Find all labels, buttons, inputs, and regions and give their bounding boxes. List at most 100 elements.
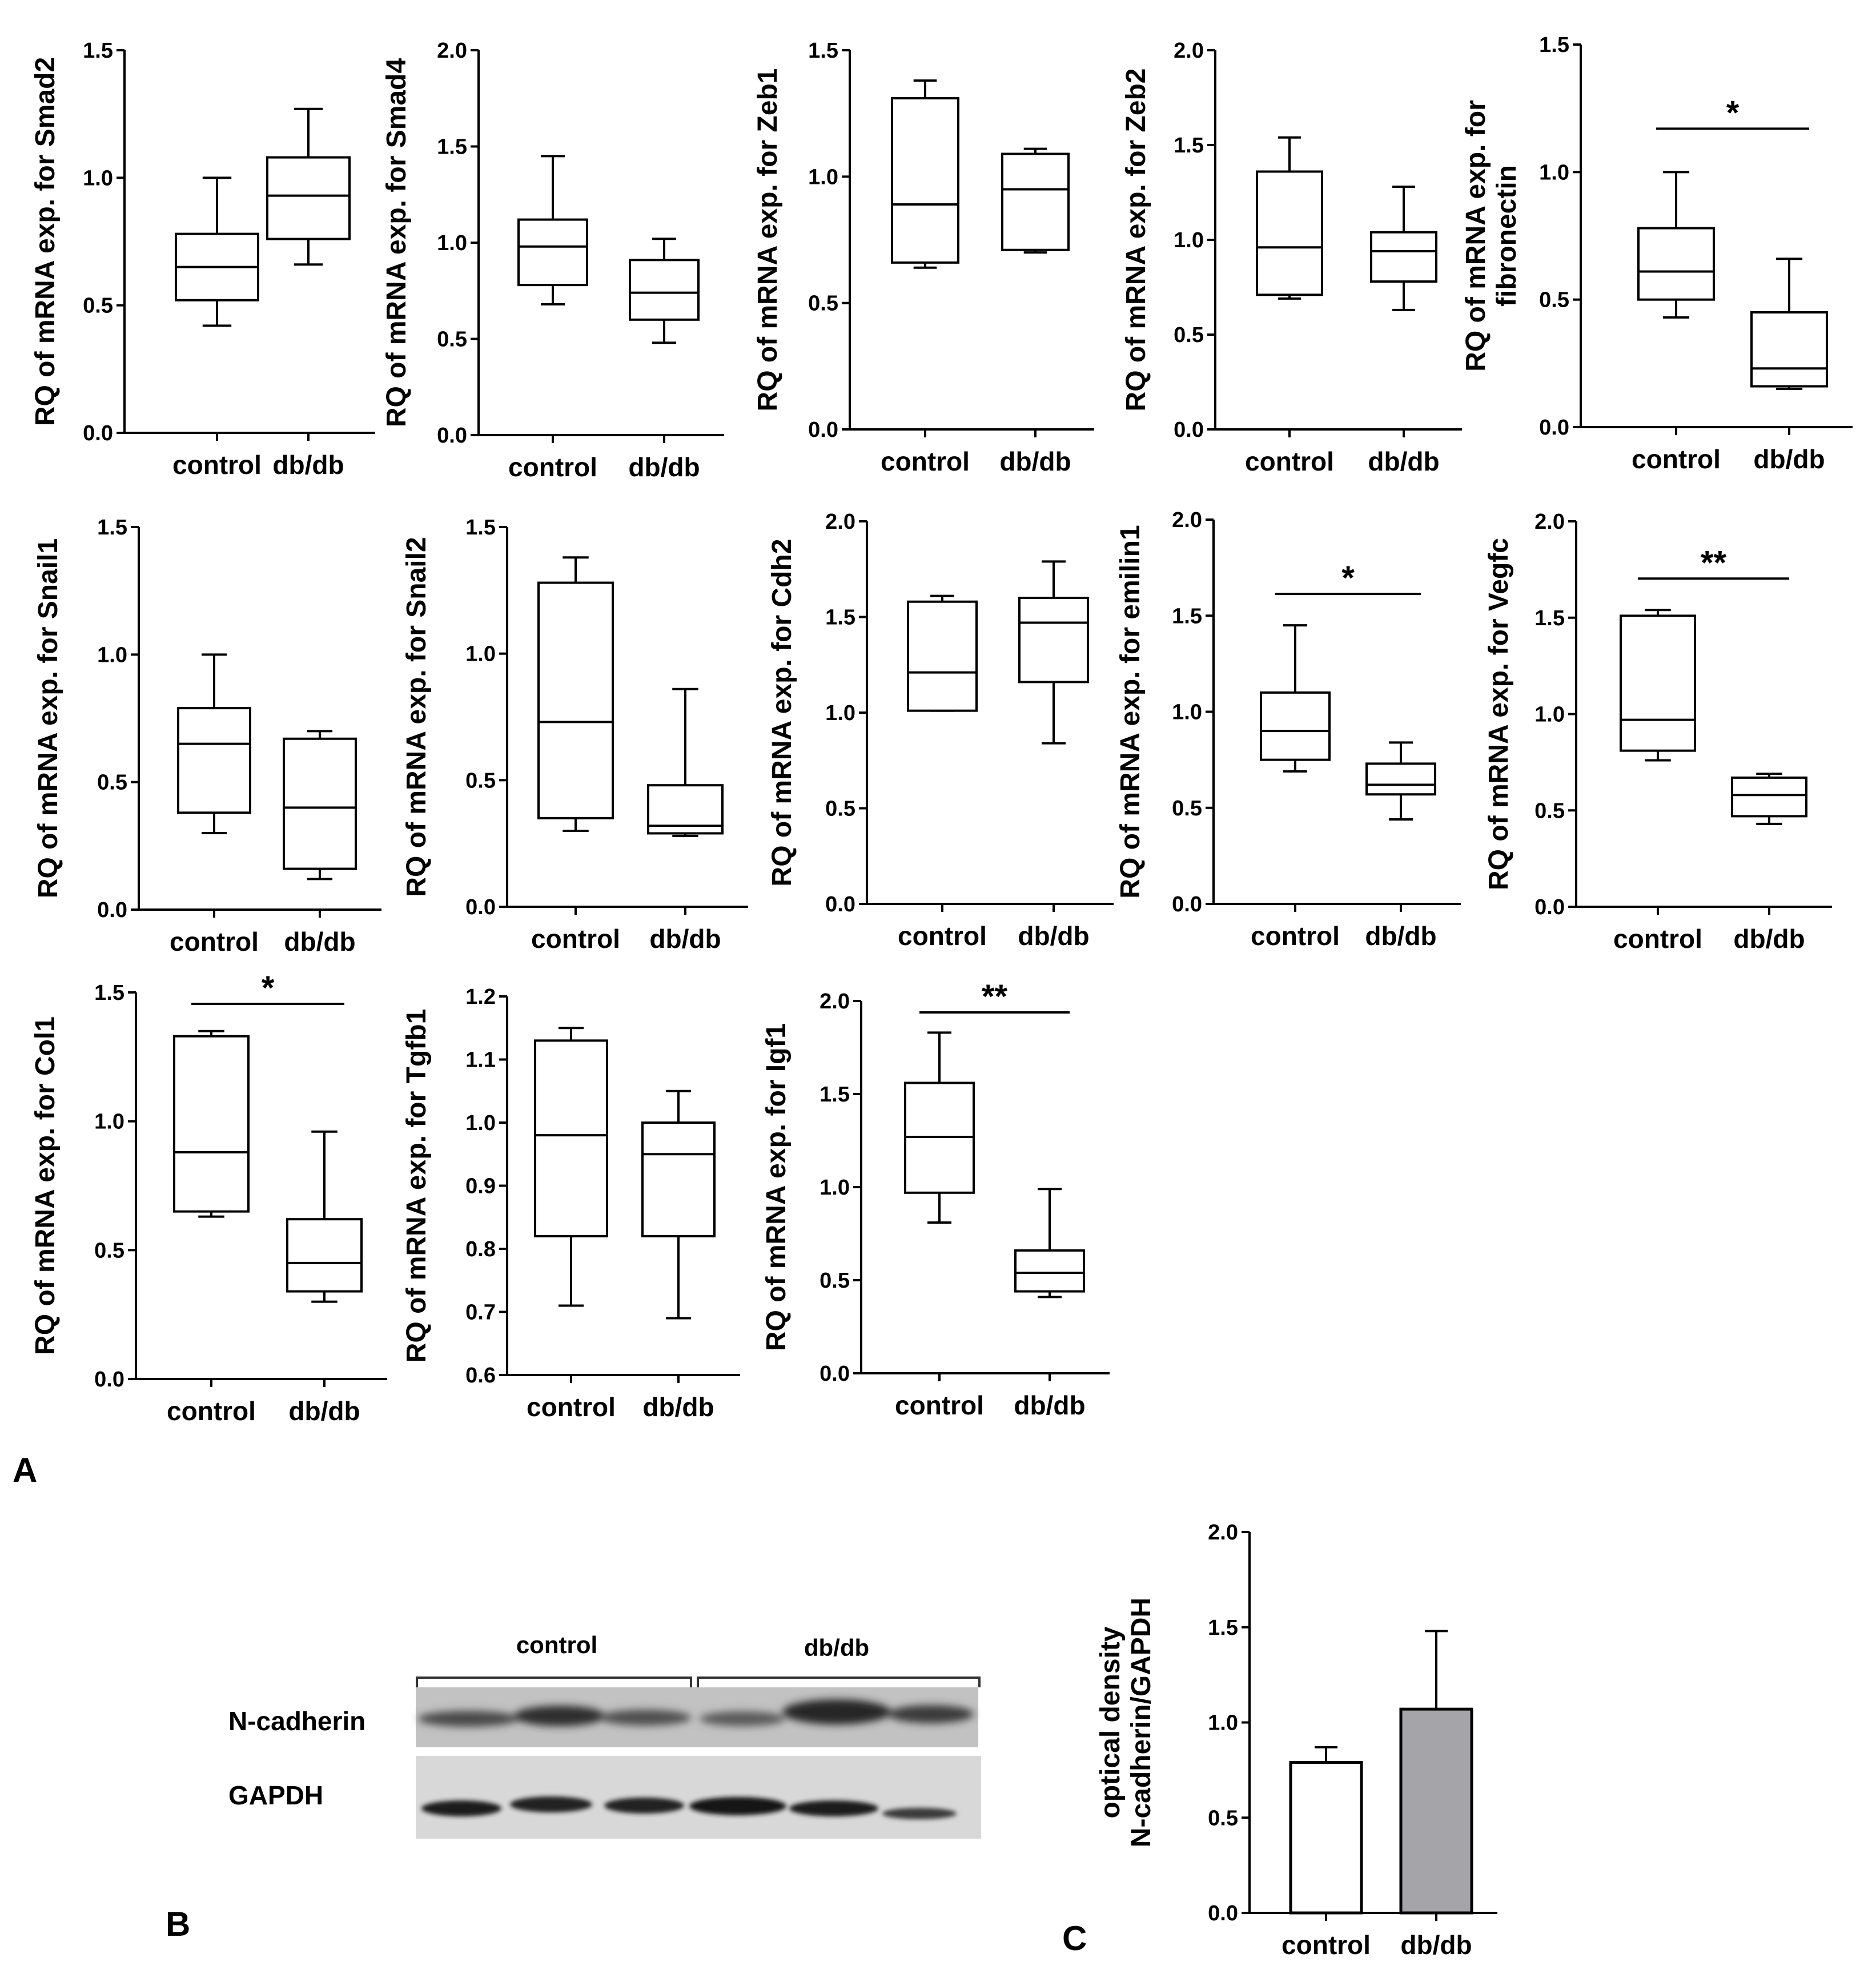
y-tick-label: 0.0 <box>83 421 113 445</box>
y-tick-label: 0.5 <box>83 294 113 318</box>
box-control <box>537 556 614 832</box>
y-tick-label: 1.0 <box>1174 228 1204 252</box>
box-iqr <box>629 259 700 321</box>
y-axis-title: RQ of mRNA exp. for Vegfc <box>1484 538 1514 890</box>
blot-row-label-gapdh: GAPDH <box>228 1780 323 1810</box>
box-iqr <box>1370 231 1437 283</box>
box-control <box>1637 171 1715 319</box>
y-tick-label: 0.5 <box>1208 1806 1238 1830</box>
box-dbdb <box>647 688 724 837</box>
box-dbdb <box>283 730 357 881</box>
x-tick-label-control: control <box>1251 921 1340 951</box>
y-axis-title: RQ of mRNA exp. for Col1 <box>30 1016 61 1355</box>
bar-dbdb <box>1399 1630 1473 1915</box>
y-axis-title: RQ of mRNA exp. for <box>1461 100 1491 372</box>
box-dbdb <box>1750 258 1828 390</box>
y-axis-title: N-cadherin/GAPDH <box>1126 1598 1156 1847</box>
significance-marker: ** <box>982 978 1008 1015</box>
blot-row-label-ncadherin: N-cadherin <box>228 1706 365 1736</box>
x-tick-label-control: control <box>531 924 620 954</box>
y-tick-label: 0.5 <box>1539 288 1569 312</box>
box-iqr <box>177 707 251 814</box>
box-iqr <box>1750 311 1828 388</box>
y-tick-label: 0.5 <box>1174 323 1204 347</box>
box-iqr <box>537 581 614 819</box>
box-control <box>1260 624 1331 773</box>
box-control <box>173 1030 250 1218</box>
significance-marker: * <box>1726 94 1740 131</box>
y-tick-label: 1.0 <box>820 1176 850 1200</box>
panel-label-c: C <box>1062 1919 1087 1957</box>
y-tick-label: 2.0 <box>1172 508 1202 532</box>
y-tick-label: 1.0 <box>465 642 496 666</box>
box-control <box>891 79 959 269</box>
x-tick-label-dbdb: db/db <box>272 450 344 480</box>
box-dbdb <box>286 1130 363 1303</box>
x-tick-label-dbdb: db/db <box>1365 921 1436 951</box>
y-tick-label: 1.5 <box>83 39 113 63</box>
y-tick-label: 0.0 <box>825 892 855 916</box>
box-dbdb <box>1370 186 1437 311</box>
y-tick-label: 1.0 <box>83 166 113 190</box>
y-tick-label: 0.6 <box>465 1364 496 1388</box>
box-dbdb <box>1001 147 1070 254</box>
box-dbdb <box>1018 560 1089 745</box>
x-tick-label-dbdb: db/db <box>1733 924 1805 954</box>
y-tick-label: 1.5 <box>97 516 127 540</box>
y-axis-title: RQ of mRNA exp. for Igf1 <box>761 1023 792 1351</box>
x-tick-label-dbdb: db/db <box>284 927 355 956</box>
x-tick-label-control: control <box>1632 444 1721 474</box>
y-tick-label: 0.0 <box>1174 418 1204 442</box>
y-tick-label: 0.5 <box>97 771 127 795</box>
y-tick-label: 2.0 <box>1174 39 1204 63</box>
x-tick-label-control: control <box>170 927 259 956</box>
box-control <box>907 594 978 712</box>
box-control <box>177 653 251 834</box>
box-control <box>517 155 588 305</box>
y-axis-title: RQ of mRNA exp. for Snail2 <box>401 537 432 896</box>
y-axis-title: fibronectin <box>1492 165 1522 307</box>
y-tick-label: 1.0 <box>825 701 855 725</box>
y-tick-label: 1.0 <box>1539 160 1569 184</box>
blot-bracket-dbdb <box>697 1677 981 1687</box>
panel-label-b: B <box>166 1905 190 1943</box>
x-tick-label-dbdb: db/db <box>1368 447 1439 476</box>
x-tick-label-control: control <box>508 452 597 482</box>
box-iqr <box>891 97 959 264</box>
box-iqr <box>517 218 588 287</box>
y-tick-label: 1.5 <box>1208 1616 1238 1640</box>
y-tick-label: 0.5 <box>94 1239 124 1263</box>
box-iqr <box>534 1039 608 1237</box>
y-axis-title: RQ of mRNA exp. for emilin1 <box>1115 525 1146 898</box>
bar <box>1289 1761 1363 1915</box>
y-axis-title: RQ of mRNA exp. for Zeb1 <box>753 69 783 412</box>
x-tick-label-control: control <box>898 921 987 951</box>
significance-marker: * <box>1341 560 1355 597</box>
x-tick-label-dbdb: db/db <box>288 1396 360 1426</box>
x-tick-label-control: control <box>1613 924 1702 954</box>
y-tick-label: 1.5 <box>465 516 496 540</box>
western-blot: control db/db N-cadherin GAPDH <box>228 1631 981 1839</box>
y-tick-label: 0.9 <box>465 1175 496 1199</box>
significance-marker: * <box>262 970 275 1007</box>
y-tick-label: 1.5 <box>820 1083 850 1107</box>
y-tick-label: 1.0 <box>1208 1711 1238 1735</box>
y-axis-title: RQ of mRNA exp. for Smad4 <box>381 58 412 428</box>
y-axis-title: RQ of mRNA exp. for Zeb2 <box>1121 69 1151 412</box>
y-tick-label: 0.7 <box>465 1301 496 1325</box>
x-tick-label-dbdb: db/db <box>642 1392 714 1422</box>
y-tick-label: 0.0 <box>1208 1901 1238 1925</box>
box-control <box>175 176 259 327</box>
y-axis-title: RQ of mRNA exp. for Smad2 <box>30 57 61 426</box>
y-tick-label: 0.5 <box>825 797 855 821</box>
y-tick-label: 1.0 <box>1534 703 1565 727</box>
bar-control <box>1289 1746 1363 1915</box>
box-dbdb <box>1731 773 1807 825</box>
x-tick-label-dbdb: db/db <box>1753 444 1825 474</box>
x-tick-label-dbdb: db/db <box>999 447 1071 476</box>
